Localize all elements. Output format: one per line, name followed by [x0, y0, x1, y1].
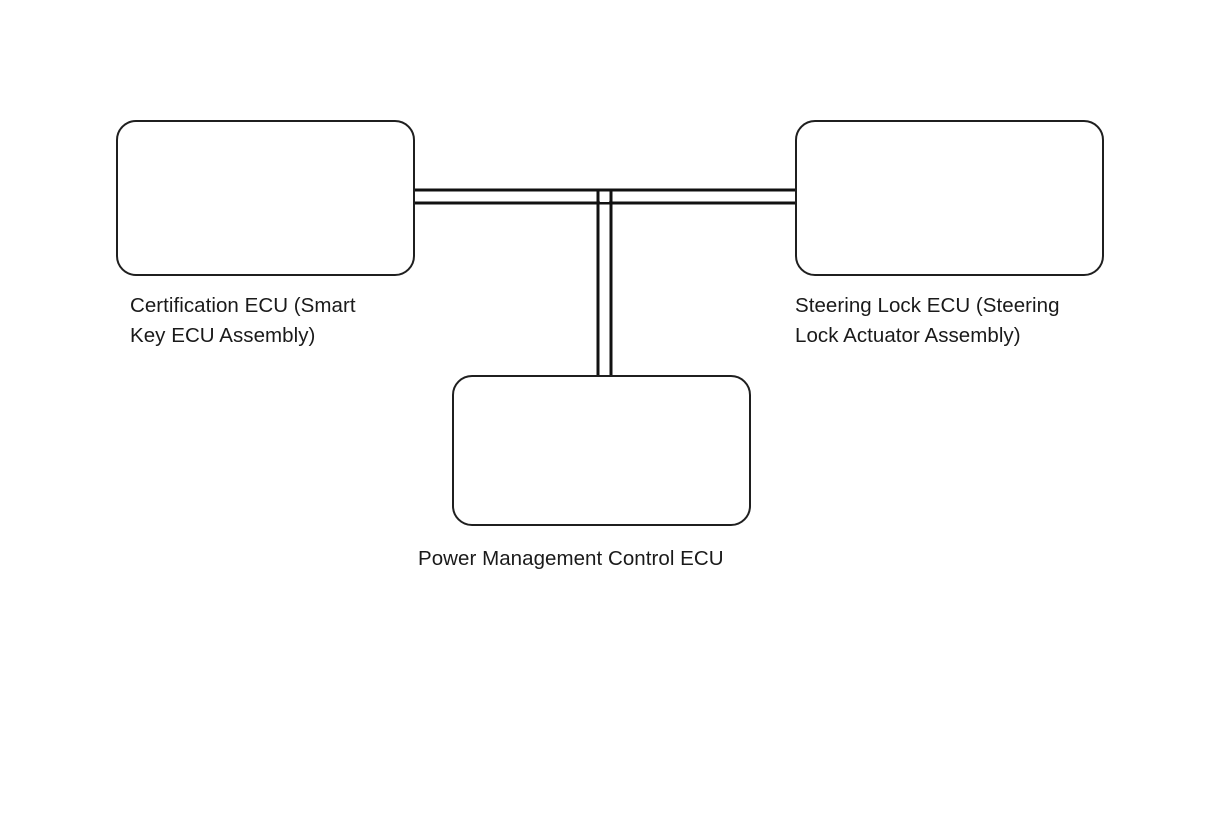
node-power-management-control-ecu[interactable]	[452, 375, 751, 526]
node-steering-lock-ecu[interactable]	[795, 120, 1104, 276]
node-label-power-management-control-ecu: Power Management Control ECU	[418, 547, 724, 570]
node-label-certification-ecu: Certification ECU (Smart Key ECU Assembl…	[130, 294, 356, 347]
node-label-steering-lock-ecu: Steering Lock ECU (Steering Lock Actuato…	[795, 294, 1060, 347]
node-certification-ecu[interactable]	[116, 120, 415, 276]
junction-gap-mask	[600, 192, 609, 202]
